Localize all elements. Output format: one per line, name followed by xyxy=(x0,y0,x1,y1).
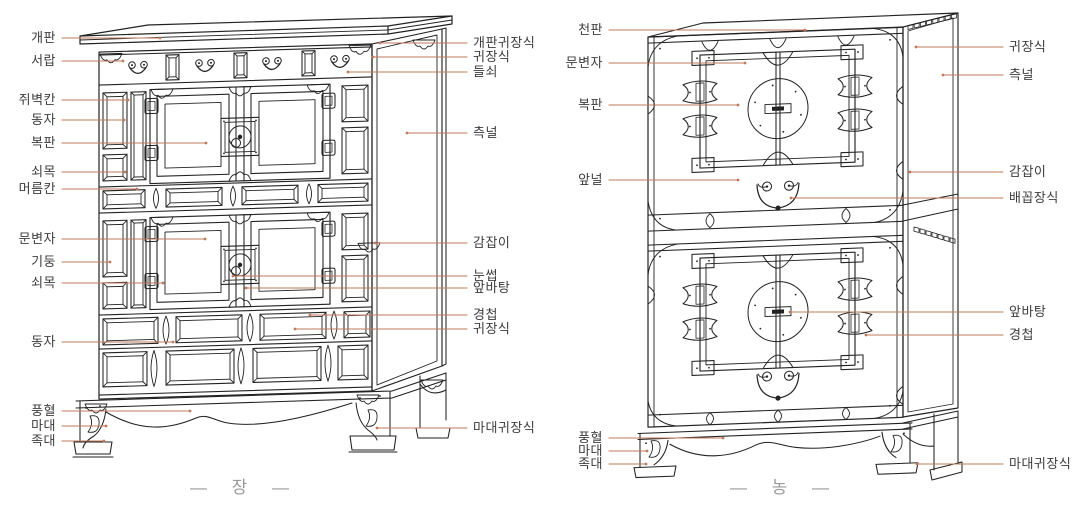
leader-tip xyxy=(123,170,127,174)
leader-tip xyxy=(645,449,649,453)
jang-cabinet-illustration xyxy=(72,15,453,458)
leader-tip xyxy=(644,462,648,466)
leader-tip xyxy=(293,327,297,331)
leader-lines xyxy=(61,28,1004,466)
part-label: 천판 xyxy=(578,22,603,37)
part-label: 마대귀장식 xyxy=(473,420,536,435)
part-label: 들쇠 xyxy=(473,64,498,79)
leader-tip xyxy=(915,462,919,466)
leader-tip xyxy=(803,28,807,32)
leader-tip xyxy=(373,241,377,245)
leader-tip xyxy=(135,187,139,191)
part-label: 문변자 xyxy=(565,55,603,70)
leader-tip xyxy=(941,73,945,77)
leader-tip xyxy=(736,178,740,182)
leader-tip xyxy=(721,436,725,440)
part-label: 개판 xyxy=(31,30,56,45)
part-label: 복판 xyxy=(31,135,56,150)
leader-tip xyxy=(231,274,235,278)
part-label: 마대 xyxy=(31,418,56,433)
part-label: 족대 xyxy=(578,456,603,471)
jang-caption: — 장 — xyxy=(189,478,297,497)
part-label: 측널 xyxy=(473,125,498,140)
leader-tip xyxy=(126,98,130,102)
leader-tip xyxy=(371,55,375,59)
part-label: 풍혈 xyxy=(578,430,603,445)
leader-tip xyxy=(158,36,162,40)
part-label: 쥐벽칸 xyxy=(18,92,56,107)
part-label: 앞바탕 xyxy=(1009,304,1047,319)
leader-tip xyxy=(203,237,207,241)
part-label: 측널 xyxy=(1009,67,1034,82)
part-label: 쇠목 xyxy=(31,164,56,179)
part-label: 눈썹 xyxy=(473,268,498,283)
jang-cabinet-front xyxy=(98,43,381,400)
leader-tip xyxy=(914,45,918,49)
part-label: 머름칸 xyxy=(18,181,56,196)
leader-tip xyxy=(108,260,112,264)
nong-caption: — 농 — xyxy=(729,478,837,497)
part-label: 쇠목 xyxy=(31,275,56,290)
nong-chest-illustration xyxy=(647,12,963,481)
leader-tip xyxy=(378,41,382,45)
part-label: 귀장식 xyxy=(473,321,511,336)
leader-tip xyxy=(308,313,312,317)
part-label: 마대 xyxy=(578,443,603,458)
part-label: 경첩 xyxy=(473,307,498,322)
part-label: 앞바탕 xyxy=(473,280,511,295)
leader-tip xyxy=(204,141,208,145)
part-label: 족대 xyxy=(31,433,56,448)
leader-tip xyxy=(104,424,108,428)
part-label: 복판 xyxy=(578,97,603,112)
leader-tip xyxy=(244,286,248,290)
leader-tip xyxy=(375,426,379,430)
leader-tip xyxy=(102,439,106,443)
part-label: 마대귀장식 xyxy=(1009,456,1072,471)
part-label: 감잡이 xyxy=(473,235,511,250)
leader-tip xyxy=(122,118,126,122)
leader-tip xyxy=(789,196,793,200)
part-label: 경첩 xyxy=(1009,327,1034,342)
part-label: 풍혈 xyxy=(31,403,56,418)
leader-tip xyxy=(864,333,868,337)
leader-tip xyxy=(188,409,192,413)
part-label: 개판귀장식 xyxy=(473,35,536,50)
part-label: 귀장식 xyxy=(1009,39,1047,54)
part-label: 동자 xyxy=(31,112,56,127)
part-label: 감잡이 xyxy=(1009,164,1047,179)
leader-tip xyxy=(161,281,165,285)
leader-tip xyxy=(788,310,792,314)
nong-chest-front xyxy=(633,26,919,479)
leader-tip xyxy=(346,70,350,74)
leader-tip xyxy=(743,61,747,65)
part-label: 동자 xyxy=(31,334,56,349)
part-label: 앞널 xyxy=(578,172,603,187)
leader-tip xyxy=(908,170,912,174)
part-label: 기둥 xyxy=(31,254,56,269)
part-label: 문변자 xyxy=(18,231,56,246)
leader-tip xyxy=(121,59,125,63)
part-label: 서랍 xyxy=(31,53,56,68)
leader-tip xyxy=(405,131,409,135)
leader-tip xyxy=(171,340,175,344)
part-label: 배꼽장식 xyxy=(1009,190,1059,205)
part-label: 귀장식 xyxy=(473,49,511,64)
leader-tip xyxy=(736,103,740,107)
